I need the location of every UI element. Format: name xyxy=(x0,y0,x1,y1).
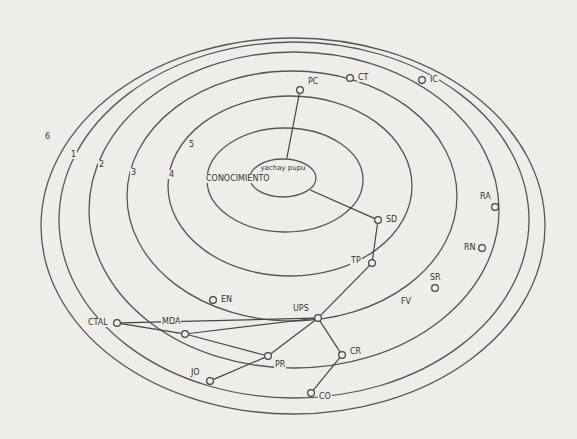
node-label: EN xyxy=(220,295,233,304)
node-label: PR xyxy=(274,360,286,369)
site-node: RA xyxy=(491,203,499,211)
node-outline xyxy=(418,76,426,84)
ring-number: 5 xyxy=(188,140,195,149)
connector-line xyxy=(214,358,265,380)
connector-line xyxy=(189,318,314,333)
site-node: JO xyxy=(206,377,214,385)
ring-number: 6 xyxy=(44,132,51,141)
site-node: SR xyxy=(431,284,439,292)
node-outline xyxy=(314,314,322,322)
ring-number: 4 xyxy=(168,170,175,179)
site-node: SD xyxy=(374,216,382,224)
connector-line xyxy=(287,94,299,158)
node-label: RA xyxy=(479,192,492,201)
node-outline xyxy=(206,377,214,385)
node-label: SR xyxy=(429,273,442,282)
node-label: CR xyxy=(349,347,362,356)
node-outline xyxy=(491,203,499,211)
node-label: PC xyxy=(307,77,319,86)
node-outline xyxy=(368,259,376,267)
connector-line xyxy=(189,335,264,355)
node-outline xyxy=(209,296,217,304)
site-node: CTAL xyxy=(113,319,121,327)
ring xyxy=(127,71,457,321)
node-label: IC xyxy=(429,75,439,84)
site-node: CO xyxy=(307,389,315,397)
node-outline xyxy=(338,351,346,359)
ring xyxy=(168,96,412,276)
ring-name: CONOCIMIENTO xyxy=(205,174,271,183)
node-outline xyxy=(431,284,439,292)
node-label: JO xyxy=(190,368,201,377)
node-label: CTAL xyxy=(87,318,109,327)
site-node: TP xyxy=(368,259,376,267)
ring-number: 2 xyxy=(98,160,105,169)
connector-line xyxy=(314,358,340,390)
connector-line xyxy=(320,321,340,351)
node-outline xyxy=(113,319,121,327)
site-node: CR xyxy=(338,351,346,359)
ring-number: 1 xyxy=(70,150,77,159)
site-node: EN xyxy=(209,296,217,304)
node-outline xyxy=(264,352,272,360)
connector-line xyxy=(271,320,315,353)
ring xyxy=(41,38,545,414)
node-label: TP xyxy=(350,256,362,265)
connector-line xyxy=(310,190,374,218)
ring xyxy=(59,42,529,398)
node-label: MDA xyxy=(161,317,181,326)
node-outline xyxy=(346,74,354,82)
connector-line xyxy=(373,224,378,259)
node-label: CT xyxy=(357,73,369,82)
node-outline xyxy=(478,244,486,252)
site-node: UPS xyxy=(314,314,322,322)
node-label: UPS xyxy=(292,304,310,313)
node-label: CO xyxy=(318,392,332,401)
ring xyxy=(89,52,499,368)
site-node: PC xyxy=(296,86,304,94)
site-node: PR xyxy=(264,352,272,360)
node-label: SD xyxy=(385,215,398,224)
connector-line xyxy=(321,266,369,315)
node-outline xyxy=(307,389,315,397)
site-node: CT xyxy=(346,74,354,82)
site-node: RN xyxy=(478,244,486,252)
ring-number: FV xyxy=(400,297,412,306)
site-node: IC xyxy=(418,76,426,84)
node-label: RN xyxy=(463,243,477,252)
node-outline xyxy=(374,216,382,224)
node-outline xyxy=(181,330,189,338)
ring-number: 3 xyxy=(130,168,137,177)
node-outline xyxy=(296,86,304,94)
site-node: MDA xyxy=(181,330,189,338)
